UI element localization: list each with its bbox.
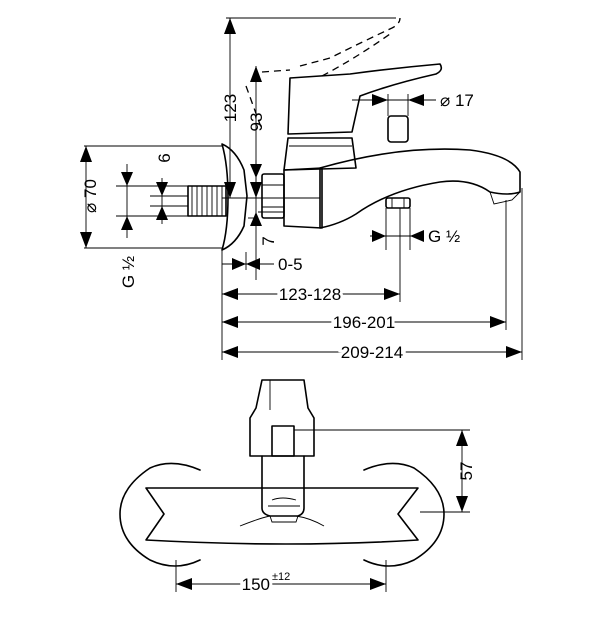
outlet-pin (387, 115, 409, 143)
dim-offset-range: 0-5 (278, 255, 303, 274)
lever-handle (287, 63, 443, 135)
wall-connector (187, 185, 227, 217)
dim-length-short: 123-128 (279, 285, 341, 304)
dim-thread-wall: G ½ (119, 256, 138, 288)
front-dimension-lines (175, 429, 470, 592)
dim-gap-7: 7 (259, 236, 278, 245)
side-dimension-arrows (80, 18, 522, 358)
front-view (119, 379, 445, 567)
dim-length-mid: 196-201 (333, 313, 395, 332)
cartridge-housing (283, 137, 357, 171)
spout (319, 148, 521, 229)
dim-length-long: 209-214 (341, 343, 403, 362)
right-rosette (363, 462, 445, 567)
dim-height-body: 93 (247, 113, 266, 132)
dim-gap-6: 6 (155, 153, 174, 162)
side-dimension-lines (84, 17, 523, 360)
front-body (145, 487, 419, 545)
dim-diameter-flange: ⌀ 70 (81, 179, 100, 213)
left-rosette (119, 462, 201, 567)
dim-height-front: 57 (457, 462, 476, 481)
dim-thread-outlet: G ½ (428, 227, 460, 246)
diverter-knob (385, 197, 411, 209)
side-dimension-labels: 123 93 ⌀ 70 6 G ½ 7 ⌀ 17 G ½ 0-5 123-128… (81, 91, 474, 365)
side-view (187, 17, 521, 251)
union-nut (261, 173, 285, 219)
dim-diameter-outlet: ⌀ 17 (440, 91, 474, 110)
front-outlet (261, 455, 305, 517)
lever-open-position (245, 17, 401, 131)
front-handle-stem (249, 379, 315, 457)
wall-flange (221, 143, 248, 251)
dim-spacing-base: 150 (242, 575, 270, 594)
dim-spacing-tol: ±12 (272, 571, 290, 583)
dim-height-lever: 123 (221, 94, 240, 122)
